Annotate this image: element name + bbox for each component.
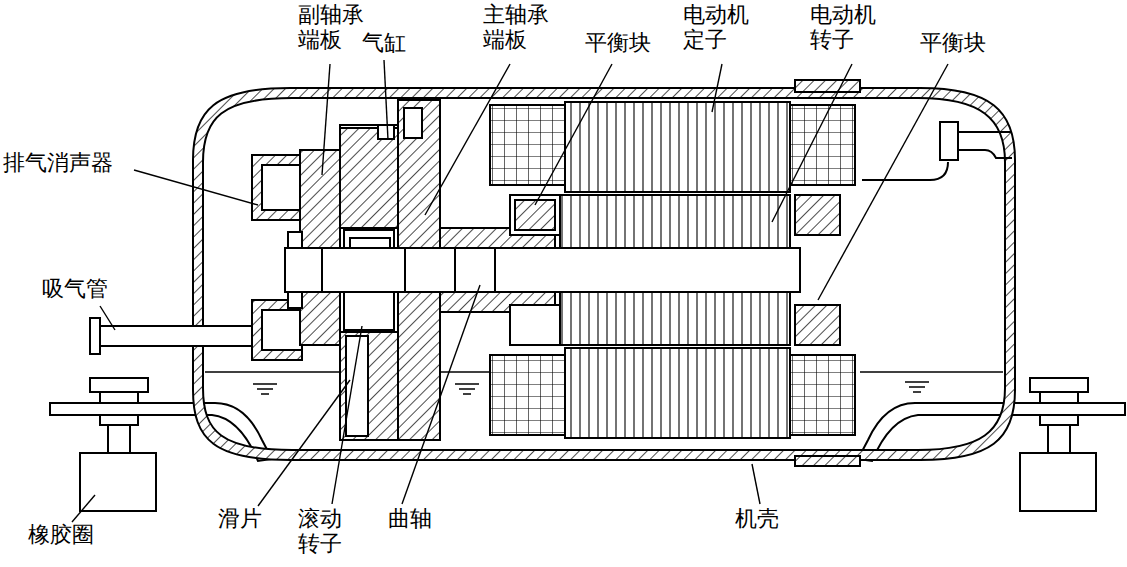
leader-line [712,64,722,112]
motor-rotor [560,292,790,345]
discharge-muffler [262,165,302,210]
rubber-mount [1040,392,1078,403]
motor-rotor [510,195,560,235]
shell [193,80,1015,466]
motor-stator [490,355,565,435]
leader-line [332,326,362,504]
rubber-mount [108,425,130,453]
leader-line [100,306,115,330]
leader-line [322,64,330,175]
part-label: 排气消声器 [3,150,113,175]
part-label: 电动机 定子 [683,2,756,53]
motor-rotor [560,195,790,248]
motor-stator [490,102,855,438]
oil-level [905,382,929,392]
cylinder [340,128,398,228]
oil-level [455,384,479,394]
terminal [862,122,1012,180]
rubber-mount [1048,425,1070,453]
part-label: 机壳 [735,506,779,531]
leader-line [535,64,612,205]
rubber-mount [100,392,138,403]
leader-line [384,60,388,140]
crankshaft [454,248,456,292]
oil-level [860,371,1003,372]
suction-pipe [100,326,262,346]
rubber-mount [80,378,1096,511]
rubber-mount [100,415,138,425]
part-label: 电动机 转子 [810,2,883,53]
oil-level [205,371,340,372]
leader-line [425,64,510,215]
part-label: 平衡块 [585,30,651,55]
motor-rotor [510,195,790,345]
motor-stator [790,105,855,185]
shell [795,80,860,92]
cylinder [378,125,394,139]
terminal [940,122,958,160]
main-bearing-plate [404,108,422,138]
crankshaft [494,248,496,292]
terminal [958,131,1012,133]
leader-line [402,285,480,504]
part-label: 滑片 [218,506,262,531]
motor-stator [565,102,790,192]
leader-line [258,380,350,506]
rubber-mount [1030,378,1088,392]
part-label: 平衡块 [920,30,986,55]
rubber-mount [1040,415,1078,425]
oil-level [440,371,490,372]
part-label: 滚动 转子 [298,506,371,557]
part-label: 气缸 [362,30,406,55]
motor-stator [565,348,790,438]
part-label: 副轴承 端板 [298,2,371,53]
cylinder [340,332,398,440]
oil-level [253,384,277,394]
part-label: 主轴承 端板 [483,2,556,53]
crankshaft [285,248,800,292]
leader-line [818,64,948,300]
leader-line [134,170,258,205]
leader-line [72,495,95,522]
crankshaft [404,248,406,292]
shell [193,88,1015,460]
rubber-mount [80,453,156,511]
discharge-muffler [262,310,302,350]
discharge-muffler [252,155,302,220]
shell [795,456,860,466]
part-label: 吸气管 [42,276,108,301]
crankshaft [285,248,800,292]
part-label: 曲轴 [388,506,432,531]
cylinder [346,336,368,436]
leader-line [72,60,948,522]
leader-line [752,464,760,504]
rubber-mount [1020,453,1096,511]
part-label: 橡胶圈 [28,522,94,547]
motor-stator [790,355,855,435]
crankshaft [321,248,323,292]
rubber-mount [90,378,148,392]
suction-pipe [90,318,100,354]
terminal [862,162,948,180]
balance-block [795,305,840,345]
balance-block [795,195,840,235]
terminal [958,150,1012,158]
leader-line [772,64,852,222]
suction-pipe [90,318,262,354]
balance-block [515,195,840,345]
motor-rotor [510,305,560,345]
motor-stator [490,105,565,185]
